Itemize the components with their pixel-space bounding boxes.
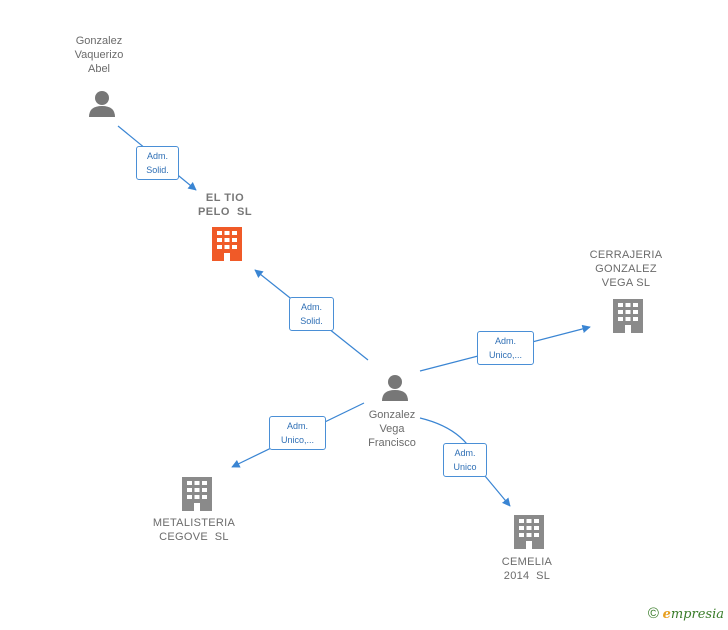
building-icon[interactable] xyxy=(514,515,544,549)
label-line: Gonzalez xyxy=(368,409,416,421)
brand-name: mpresia xyxy=(670,607,724,622)
label-line: VEGA SL xyxy=(601,277,651,289)
brand-initial: e xyxy=(662,607,671,622)
node-label-eltio[interactable]: EL TIO PELO SL xyxy=(170,191,280,219)
label-line: METALISTERIA xyxy=(152,517,236,529)
brand-footer: © empresia xyxy=(648,605,724,622)
edge-label-line: Unico,... xyxy=(488,350,522,360)
label-line: Abel xyxy=(87,63,111,75)
edge-label-line: Adm. xyxy=(494,336,516,346)
label-line: Vega xyxy=(379,423,405,435)
node-label-cerrajeria[interactable]: CERRAJERIA GONZALEZ VEGA SL xyxy=(571,248,681,290)
edge-label-francisco-cemelia[interactable]: Adm. Unico xyxy=(443,443,487,477)
label-line: Vaquerizo xyxy=(74,49,124,61)
edge-label-line: Adm. xyxy=(300,302,322,312)
edge-label-line: Solid. xyxy=(300,316,323,326)
node-label-francisco[interactable]: Gonzalez Vega Francisco xyxy=(337,408,447,450)
label-line: CERRAJERIA xyxy=(589,249,663,261)
node-label-metalisteria[interactable]: METALISTERIA CEGOVE SL xyxy=(139,516,249,544)
node-label-abel[interactable]: Gonzalez Vaquerizo Abel xyxy=(44,34,154,76)
copyright-symbol: © xyxy=(647,605,659,622)
building-icon[interactable] xyxy=(182,477,212,511)
label-line: GONZALEZ xyxy=(595,263,657,275)
edge-label-line: Unico,... xyxy=(280,435,314,445)
person-icon[interactable] xyxy=(89,91,115,117)
label-line: CEGOVE SL xyxy=(159,531,229,543)
edge-label-line: Adm. xyxy=(454,448,476,458)
label-line: PELO SL xyxy=(197,206,253,218)
label-line: Francisco xyxy=(368,437,416,449)
edge-label-line: Unico xyxy=(453,462,477,472)
label-line: CEMELIA xyxy=(501,556,553,568)
edge-label-abel-eltio[interactable]: Adm. Solid. xyxy=(136,146,179,180)
person-icon[interactable] xyxy=(382,375,408,401)
building-icon-focus[interactable] xyxy=(212,227,242,261)
node-label-cemelia[interactable]: CEMELIA 2014 SL xyxy=(472,555,582,583)
edge-label-francisco-metalisteria[interactable]: Adm. Unico,... xyxy=(269,416,326,450)
edge-label-francisco-eltio[interactable]: Adm. Solid. xyxy=(289,297,334,331)
edge-label-line: Solid. xyxy=(146,165,169,175)
edge-label-line: Adm. xyxy=(146,151,168,161)
label-line: Gonzalez xyxy=(75,35,123,47)
label-line: 2014 SL xyxy=(503,570,551,582)
building-icon[interactable] xyxy=(613,299,643,333)
edge-label-line: Adm. xyxy=(286,421,308,431)
edge-label-francisco-cerrajeria[interactable]: Adm. Unico,... xyxy=(477,331,534,365)
label-line: EL TIO xyxy=(205,192,245,204)
